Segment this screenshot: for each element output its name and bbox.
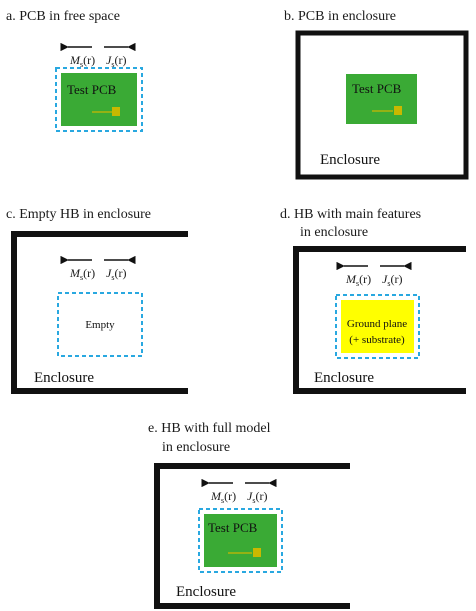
- enclosure-label: Enclosure: [176, 584, 236, 600]
- test-pcb: [61, 73, 137, 126]
- panel-a: a. PCB in free space Ms(r) Js(r) Test PC…: [6, 9, 143, 132]
- pcb-label: Test PCB: [67, 82, 117, 97]
- ms-label: Ms(r): [210, 489, 236, 505]
- panel-c-caption: c. Empty HB in enclosure: [6, 207, 151, 222]
- panel-a-caption: a. PCB in free space: [6, 9, 120, 24]
- panel-c: c. Empty HB in enclosure Enclosure Ms(r)…: [6, 207, 188, 394]
- test-pcb: [204, 514, 277, 567]
- enclosure-label: Enclosure: [314, 370, 374, 386]
- substrate-label: (+ substrate): [349, 334, 405, 346]
- pcb-label: Test PCB: [208, 520, 258, 535]
- enclosure: [295, 30, 469, 180]
- panel-e: e. HB with full model in enclosure Enclo…: [148, 421, 350, 609]
- ms-label: Ms(r): [69, 266, 95, 282]
- panel-d-caption-line1: d. HB with main features: [280, 207, 421, 222]
- js-label: Js(r): [382, 272, 402, 288]
- js-label: Js(r): [247, 489, 267, 505]
- empty-label: Empty: [85, 319, 115, 331]
- panel-b: b. PCB in enclosure Enclosure Test PCB: [284, 9, 469, 180]
- js-label: Js(r): [106, 53, 126, 69]
- panel-e-caption-line2: in enclosure: [162, 440, 230, 455]
- enclosure: [293, 246, 466, 394]
- ms-label: Ms(r): [345, 272, 371, 288]
- enclosure-label: Enclosure: [34, 370, 94, 386]
- huygens-box: [335, 294, 420, 359]
- huygens-box-empty: [57, 292, 143, 357]
- huygens-box: [198, 508, 283, 573]
- enclosure-label: Enclosure: [320, 152, 380, 168]
- pcb-label: Test PCB: [352, 81, 402, 96]
- ground-plane: [341, 300, 414, 353]
- test-pcb: [346, 74, 417, 124]
- enclosure: [11, 231, 188, 394]
- panel-d-caption-line2: in enclosure: [300, 225, 368, 240]
- panel-e-caption-line1: e. HB with full model: [148, 421, 271, 436]
- enclosure: [154, 463, 350, 609]
- js-label: Js(r): [106, 266, 126, 282]
- panel-d: d. HB with main features in enclosure En…: [280, 207, 466, 394]
- feed-port: [112, 107, 120, 116]
- ground-plane-label: Ground plane: [347, 318, 407, 330]
- huygens-box: [55, 67, 143, 132]
- ms-label: Ms(r): [69, 53, 95, 69]
- feed-port: [253, 548, 261, 557]
- feed-port: [394, 106, 402, 115]
- panel-b-caption: b. PCB in enclosure: [284, 9, 396, 24]
